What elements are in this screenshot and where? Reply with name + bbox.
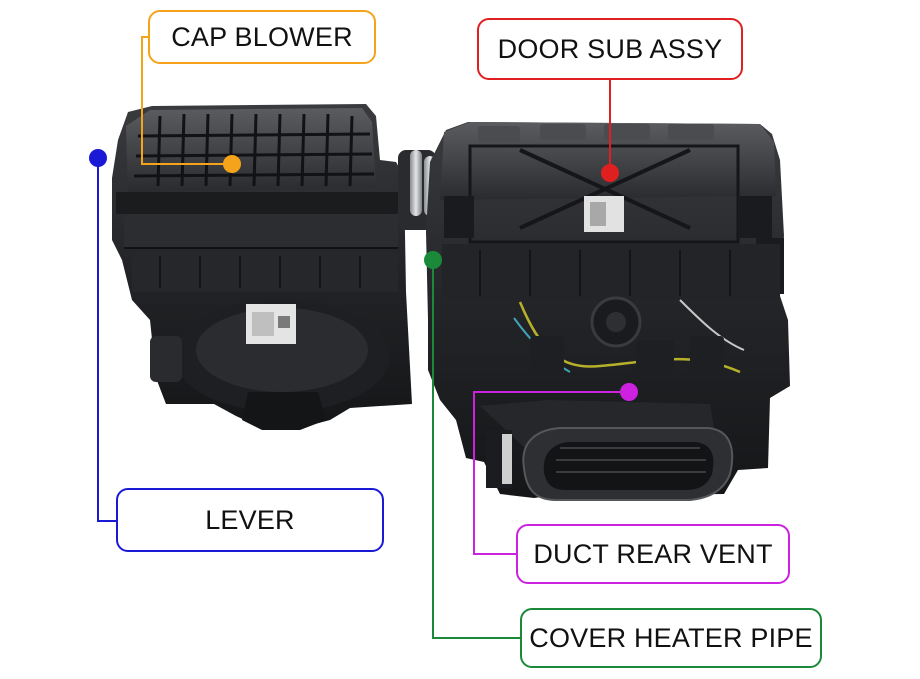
leader-lines: [97, 36, 629, 639]
cap-blower-dot: [223, 155, 241, 173]
lever-dot: [89, 149, 107, 167]
cap-blower-leader: [141, 36, 231, 165]
heater-pipes: [398, 150, 436, 230]
cap-blower-label: CAP BLOWER: [148, 10, 376, 64]
rear-vent-duct: [480, 400, 734, 501]
cover-heater-pipe-dot: [424, 251, 442, 269]
duct-rear-vent-dot: [620, 383, 638, 401]
door-sub-assy-label: DOOR SUB ASSY: [477, 18, 743, 80]
door-sub-assy-dot: [601, 164, 619, 182]
lever-leader: [97, 158, 116, 522]
blower-unit: [112, 104, 412, 430]
cover-heater-pipe-leader: [432, 260, 520, 639]
duct-rear-vent-leader: [473, 391, 629, 555]
marker-dots: [89, 149, 638, 401]
lever-label: LEVER: [116, 488, 384, 552]
duct-rear-vent-label: DUCT REAR VENT: [516, 524, 790, 584]
cover-heater-pipe-label: COVER HEATER PIPE: [520, 608, 822, 668]
